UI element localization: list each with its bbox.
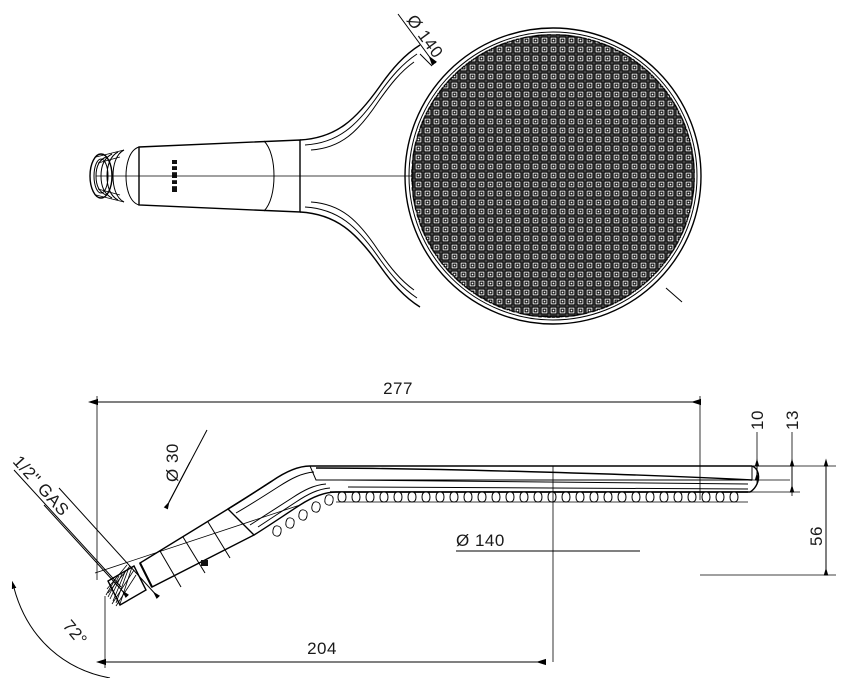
dimension-head-height: 56 <box>700 458 836 576</box>
face-view-handle <box>89 139 420 213</box>
dimension-overall-length: 277 <box>88 379 701 580</box>
face-view: Ø 140 <box>89 11 702 325</box>
side-view-nozzle-row <box>336 491 748 503</box>
dimension-label-head-diameter-side: Ø 140 <box>456 531 505 550</box>
handle-button <box>201 560 208 566</box>
rim-tick-lower-right <box>665 287 683 303</box>
dimension-label-head-thickness: 13 <box>783 410 802 430</box>
side-view-neck <box>227 465 337 537</box>
side-view-thread <box>105 564 137 607</box>
dimension-head-thickness: 13 <box>700 410 802 496</box>
dimension-label-handle-diameter: Ø 30 <box>163 443 182 482</box>
side-view-handle <box>94 480 301 607</box>
side-view-handle-centerline <box>94 504 301 574</box>
shower-head-face <box>404 27 702 325</box>
side-view-head <box>309 465 760 503</box>
dimension-head-diameter-side: Ø 140 <box>456 466 640 662</box>
dimension-handle-to-center: 204 <box>96 596 546 668</box>
dimension-label-handle-to-center: 204 <box>307 639 337 658</box>
dimension-handle-diameter: Ø 30 <box>163 429 208 510</box>
side-view-neck-scallops <box>272 494 334 537</box>
dimension-label-overall-length: 277 <box>383 379 413 398</box>
dimension-label-head-height: 56 <box>807 526 826 546</box>
face-view-neck <box>299 44 421 308</box>
dimension-label-plate-thickness: 10 <box>748 410 767 430</box>
nozzle-grid <box>411 34 695 318</box>
